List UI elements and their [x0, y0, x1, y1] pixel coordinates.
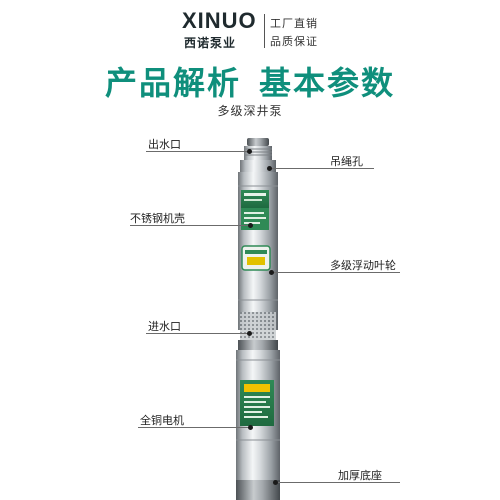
dot-outlet: [247, 149, 252, 154]
dot-inlet: [247, 331, 252, 336]
leader-shell: [130, 225, 250, 226]
callout-shell: 不锈钢机壳: [130, 212, 185, 225]
motor-body: [236, 350, 280, 500]
dot-base: [273, 480, 278, 485]
pump-body: [238, 172, 278, 330]
intake-mesh: [238, 312, 278, 350]
dot-impeller: [269, 270, 274, 275]
leader-outlet: [146, 151, 249, 152]
leader-base: [276, 482, 400, 483]
dot-lifting-hole: [267, 166, 272, 171]
page-subtitle: 多级深井泵: [217, 104, 283, 118]
brand-header: XINUO 西诺泵业 工厂直销 品质保证: [182, 8, 332, 52]
dot-motor: [248, 425, 253, 430]
callout-lifting-hole: 吊绳孔: [330, 155, 363, 168]
callout-base: 加厚底座: [338, 469, 382, 482]
leader-motor: [138, 427, 250, 428]
callout-inlet: 进水口: [148, 320, 181, 333]
callout-impeller: 多级浮动叶轮: [330, 259, 396, 272]
title-left: 产品解析: [104, 64, 241, 102]
brand-tagline-2: 品质保证: [270, 35, 318, 48]
brand-divider: [264, 14, 265, 48]
leader-impeller: [272, 272, 400, 273]
dot-shell: [248, 223, 253, 228]
callout-motor: 全铜电机: [140, 414, 184, 427]
brand-name-cn: 西诺泵业: [184, 36, 237, 50]
page-title: 产品解析基本参数: [0, 58, 500, 104]
title-right: 基本参数: [259, 64, 396, 102]
leader-inlet: [146, 333, 249, 334]
callout-outlet: 出水口: [148, 138, 181, 151]
brand-logo-text: XINUO: [182, 8, 257, 33]
brand-tagline-1: 工厂直销: [270, 17, 318, 30]
brand-logo: XINUO: [182, 8, 257, 34]
leader-lifting-hole: [270, 168, 374, 169]
